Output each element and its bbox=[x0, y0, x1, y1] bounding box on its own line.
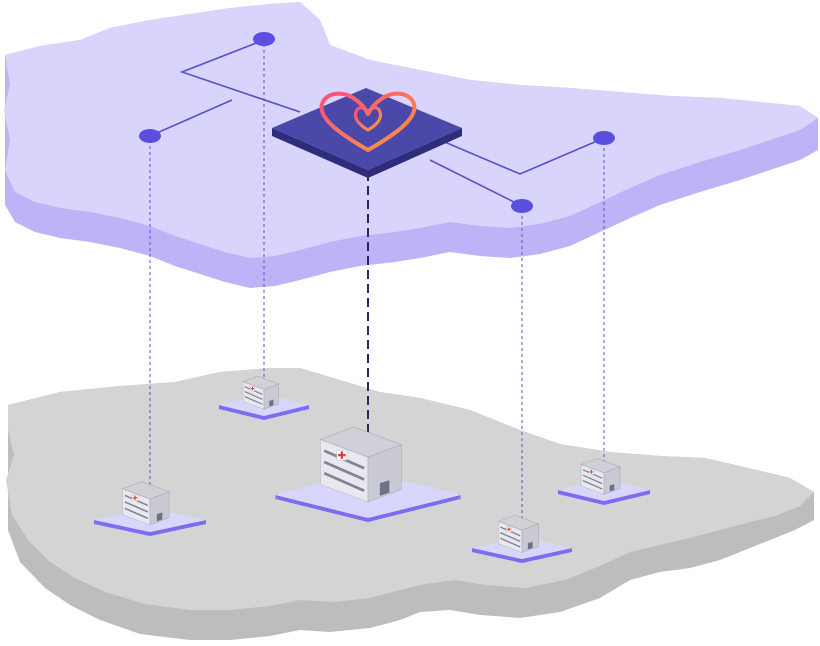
pad-edge bbox=[472, 548, 572, 563]
hospital-building-icon bbox=[319, 426, 403, 503]
node-bottom bbox=[511, 199, 533, 213]
heart-icon bbox=[319, 91, 417, 152]
link-right-node bbox=[439, 137, 605, 175]
link-bottom-node bbox=[429, 159, 523, 207]
facilities bbox=[94, 375, 650, 563]
hub-tile bbox=[272, 88, 462, 178]
facility-center bbox=[275, 426, 461, 522]
node-top bbox=[253, 32, 275, 46]
link-top-node bbox=[179, 39, 301, 113]
node-right bbox=[593, 131, 615, 145]
pad-edge bbox=[94, 520, 206, 536]
hospital-building-icon bbox=[497, 514, 540, 553]
facility-left bbox=[94, 481, 206, 536]
network-nodes bbox=[139, 32, 615, 213]
facility-top bbox=[219, 375, 309, 420]
pad-edge bbox=[558, 490, 650, 505]
network-links bbox=[149, 39, 605, 207]
hospital-building-icon bbox=[242, 375, 280, 410]
node-left bbox=[139, 129, 161, 143]
drop-lines bbox=[149, 44, 605, 530]
hospital-building-icon bbox=[580, 458, 621, 495]
link-left-node bbox=[149, 99, 233, 137]
facility-right bbox=[558, 458, 650, 505]
hospital-building-icon bbox=[121, 481, 171, 526]
facility-bottom bbox=[472, 514, 572, 563]
pad-edge bbox=[219, 405, 309, 420]
